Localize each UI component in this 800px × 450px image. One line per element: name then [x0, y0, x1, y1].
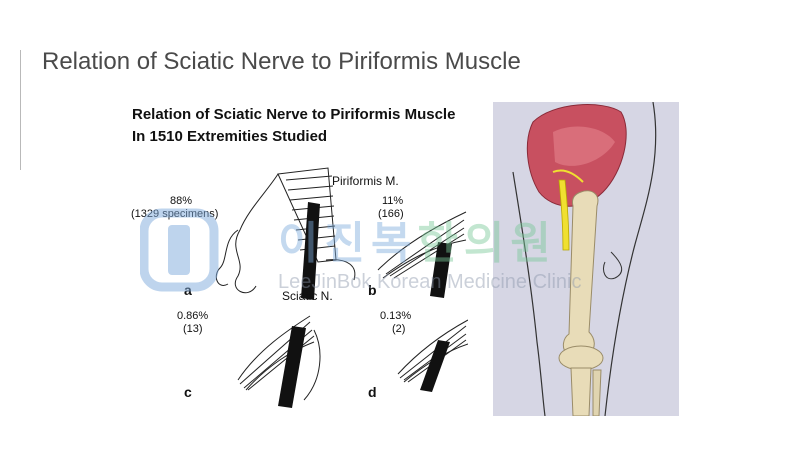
- panel-b-drawing: [377, 211, 467, 279]
- panel-b-percent: 11%: [382, 195, 404, 207]
- anatomy-illustration: [493, 102, 679, 416]
- panel-a-percent: 88%: [170, 195, 193, 207]
- panel-d-sciatic-nerve: [420, 340, 450, 392]
- figure-title-line2: In 1510 Extremities Studied: [132, 128, 328, 145]
- tibia-bone: [570, 367, 592, 416]
- panel-c-percent: 0.86%: [177, 310, 209, 322]
- panel-c-count: (13): [183, 323, 203, 335]
- panel-d-count: (2): [392, 323, 406, 335]
- femur-bone: [562, 190, 599, 355]
- panel-a-count: (1329 specimens): [131, 208, 219, 220]
- nerve-variation-diagram: [215, 167, 468, 408]
- sciatic-nerve-yellow: [558, 179, 570, 251]
- label-piriformis: Piriformis M.: [332, 174, 399, 188]
- panel-b-sciatic-nerve: [430, 242, 452, 298]
- panel-c-sciatic-nerve: [278, 326, 306, 408]
- slide-title: Relation of Sciatic Nerve to Piriformis …: [42, 48, 521, 75]
- panel-d-percent: 0.13%: [380, 310, 412, 322]
- panel-b-letter: b: [368, 282, 377, 298]
- panel-a-sciatic-nerve: [301, 202, 320, 300]
- panel-d-letter: d: [368, 384, 377, 400]
- accent-line: [20, 50, 21, 170]
- anatomy-svg: [512, 102, 657, 416]
- panel-c-letter: c: [184, 384, 192, 400]
- label-sciatic: Sciatic N.: [282, 289, 333, 303]
- panel-b-count: (166): [378, 208, 404, 220]
- figure-title: Relation of Sciatic Nerve to Piriformis …: [132, 104, 455, 148]
- panel-a-letter: a: [184, 282, 192, 298]
- figure-title-line1: Relation of Sciatic Nerve to Piriformis …: [132, 106, 456, 123]
- panel-c-drawing: [237, 315, 321, 401]
